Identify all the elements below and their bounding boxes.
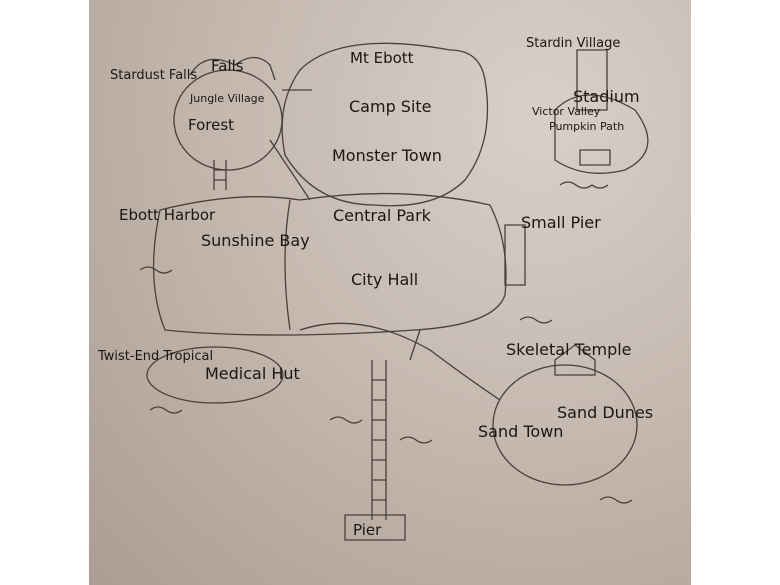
falls-rocks xyxy=(189,56,276,81)
label-twist-end-tropical: Twist-End Tropical xyxy=(98,349,214,364)
label-forest: Forest xyxy=(188,116,235,134)
ladder-forest xyxy=(213,160,227,190)
pier-end xyxy=(344,514,406,541)
skeletal-temple xyxy=(554,344,596,376)
long-pier xyxy=(371,360,387,520)
label-sunshine-bay: Sunshine Bay xyxy=(201,231,310,250)
label-ebott-harbor: Ebott Harbor xyxy=(119,206,216,224)
stardin-tower xyxy=(576,49,611,166)
city-island xyxy=(152,192,507,336)
label-sand-town: Sand Town xyxy=(478,422,564,441)
sand-island xyxy=(492,364,638,486)
label-victor-valley: Victor Valley xyxy=(532,105,601,118)
map-paper xyxy=(89,0,691,585)
label-pier: Pier xyxy=(353,521,382,539)
label-central-park: Central Park xyxy=(333,206,431,225)
mountain-road xyxy=(269,89,312,201)
mountain-island xyxy=(281,42,489,207)
waves xyxy=(139,181,633,504)
main-road xyxy=(284,199,501,401)
label-falls: Falls xyxy=(211,57,244,75)
label-stadium: Stadium xyxy=(573,87,640,106)
label-medical-hut: Medical Hut xyxy=(205,364,300,383)
label-jungle-village: Jungle Village xyxy=(190,92,265,105)
label-stardin-village: Stardin Village xyxy=(526,36,621,51)
label-mt-ebott: Mt Ebott xyxy=(350,49,414,67)
stadium-island xyxy=(554,94,649,174)
label-camp-site: Camp Site xyxy=(349,97,432,116)
label-sand-dunes: Sand Dunes xyxy=(557,403,654,422)
label-stardust-falls: Stardust Falls xyxy=(110,68,198,83)
label-small-pier: Small Pier xyxy=(521,213,601,232)
label-pumpkin-path: Pumpkin Path xyxy=(549,120,625,133)
label-monster-town: Monster Town xyxy=(332,146,442,165)
label-city-hall: City Hall xyxy=(351,270,419,289)
small-pier xyxy=(504,224,526,286)
tropical-island xyxy=(146,346,284,404)
label-skeletal-temple: Skeletal Temple xyxy=(506,340,632,359)
